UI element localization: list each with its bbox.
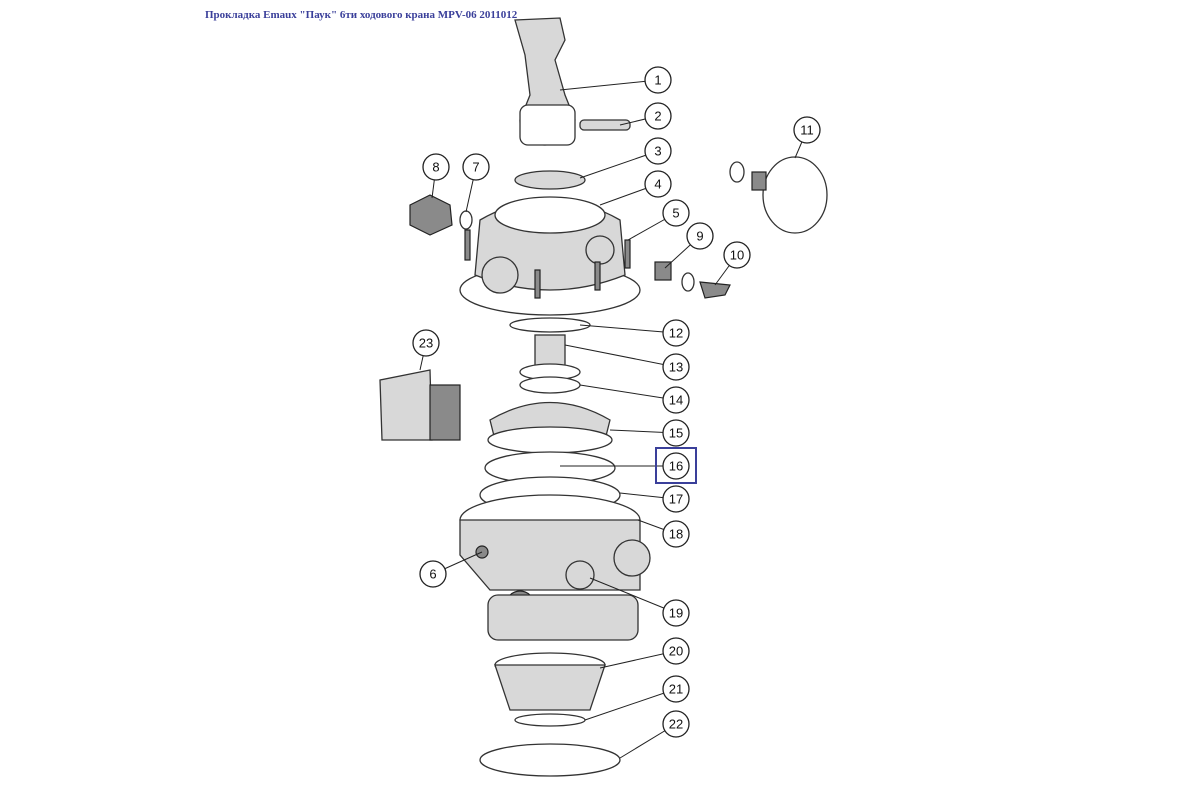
- callout-circle: [686, 222, 714, 250]
- callout-number: 11: [800, 123, 814, 138]
- callout-circle: [419, 560, 447, 588]
- callout-21: 21: [662, 675, 690, 703]
- callout-number: 4: [654, 177, 661, 192]
- callout-circle: [723, 241, 751, 269]
- callout-number: 12: [669, 326, 683, 341]
- callout-1: 1: [644, 66, 672, 94]
- callout-9: 9: [686, 222, 714, 250]
- callout-6: 6: [419, 560, 447, 588]
- callout-circle: [412, 329, 440, 357]
- callout-3: 3: [644, 137, 672, 165]
- callout-number: 22: [669, 717, 683, 732]
- part-valve-body: [459, 494, 651, 641]
- callout-14: 14: [662, 386, 690, 414]
- callout-2: 2: [644, 102, 672, 130]
- callout-number: 19: [669, 606, 683, 621]
- callout-circle: [662, 520, 690, 548]
- callout-11: 11: [793, 116, 821, 144]
- callout-circle: [662, 199, 690, 227]
- leader-line: [564, 344, 677, 368]
- part-washer: [514, 170, 586, 190]
- part-o-ring-22: [479, 743, 621, 777]
- part-spider-assembly: [479, 317, 621, 514]
- callout-4: 4: [644, 170, 672, 198]
- callout-number: 17: [669, 492, 683, 507]
- callout-18: 18: [662, 520, 690, 548]
- callout-number: 3: [654, 144, 661, 159]
- leader-line: [579, 384, 677, 401]
- callout-number: 1: [654, 73, 661, 88]
- callout-number: 2: [654, 109, 661, 124]
- part-handle: [514, 17, 576, 146]
- callout-circle: [662, 319, 690, 347]
- callout-number: 5: [672, 206, 679, 221]
- callout-circle: [662, 419, 690, 447]
- callout-17: 17: [662, 485, 690, 513]
- callout-circle: [662, 485, 690, 513]
- leader-line: [579, 324, 677, 334]
- callout-number: 6: [429, 567, 436, 582]
- callout-circle: [793, 116, 821, 144]
- part-pin: [579, 119, 631, 131]
- part-o-ring-21: [514, 713, 586, 727]
- callout-5: 5: [662, 199, 690, 227]
- leader-line: [584, 688, 677, 721]
- callout-number: 10: [730, 248, 744, 263]
- callout-number: 21: [669, 682, 683, 697]
- callout-number: 23: [419, 336, 433, 351]
- callout-number: 20: [669, 644, 683, 659]
- callout-circle: [644, 137, 672, 165]
- leader-line: [589, 577, 677, 614]
- callout-13: 13: [662, 353, 690, 381]
- callout-circle: [662, 353, 690, 381]
- callout-12: 12: [662, 319, 690, 347]
- callout-circle: [662, 452, 690, 480]
- callout-number: 18: [669, 527, 683, 542]
- part-pressure-gauge: [729, 156, 828, 234]
- callout-circle: [662, 386, 690, 414]
- page-title: Прокладка Emaux "Паук" 6ти ходового кран…: [205, 9, 518, 21]
- part-valve-lid: [459, 196, 641, 316]
- callout-circle: [662, 637, 690, 665]
- callout-20: 20: [662, 637, 690, 665]
- callout-number: 15: [669, 426, 683, 441]
- callout-8: 8: [422, 153, 450, 181]
- callout-number: 7: [472, 160, 479, 175]
- callout-circle: [644, 170, 672, 198]
- callout-7: 7: [462, 153, 490, 181]
- callout-circle: [422, 153, 450, 181]
- callout-circle: [644, 66, 672, 94]
- callout-19: 19: [662, 599, 690, 627]
- callout-number: 13: [669, 360, 683, 375]
- part-bottom-cap: [494, 652, 606, 711]
- callout-10: 10: [723, 241, 751, 269]
- callout-16: 16: [662, 452, 690, 480]
- highlight-box: [655, 447, 697, 484]
- part-knob: [409, 194, 453, 236]
- callout-22: 22: [662, 710, 690, 738]
- callout-circle: [662, 710, 690, 738]
- callout-15: 15: [662, 419, 690, 447]
- leader-line: [559, 79, 659, 91]
- callout-circle: [462, 153, 490, 181]
- callout-number: 16: [669, 459, 683, 474]
- part-adapter: [379, 369, 461, 441]
- callout-circle: [662, 599, 690, 627]
- leader-line: [579, 150, 659, 179]
- callout-circle: [662, 675, 690, 703]
- callout-number: 9: [696, 229, 703, 244]
- callout-23: 23: [412, 329, 440, 357]
- callout-number: 8: [432, 160, 439, 175]
- callout-number: 14: [669, 393, 683, 408]
- callout-circle: [644, 102, 672, 130]
